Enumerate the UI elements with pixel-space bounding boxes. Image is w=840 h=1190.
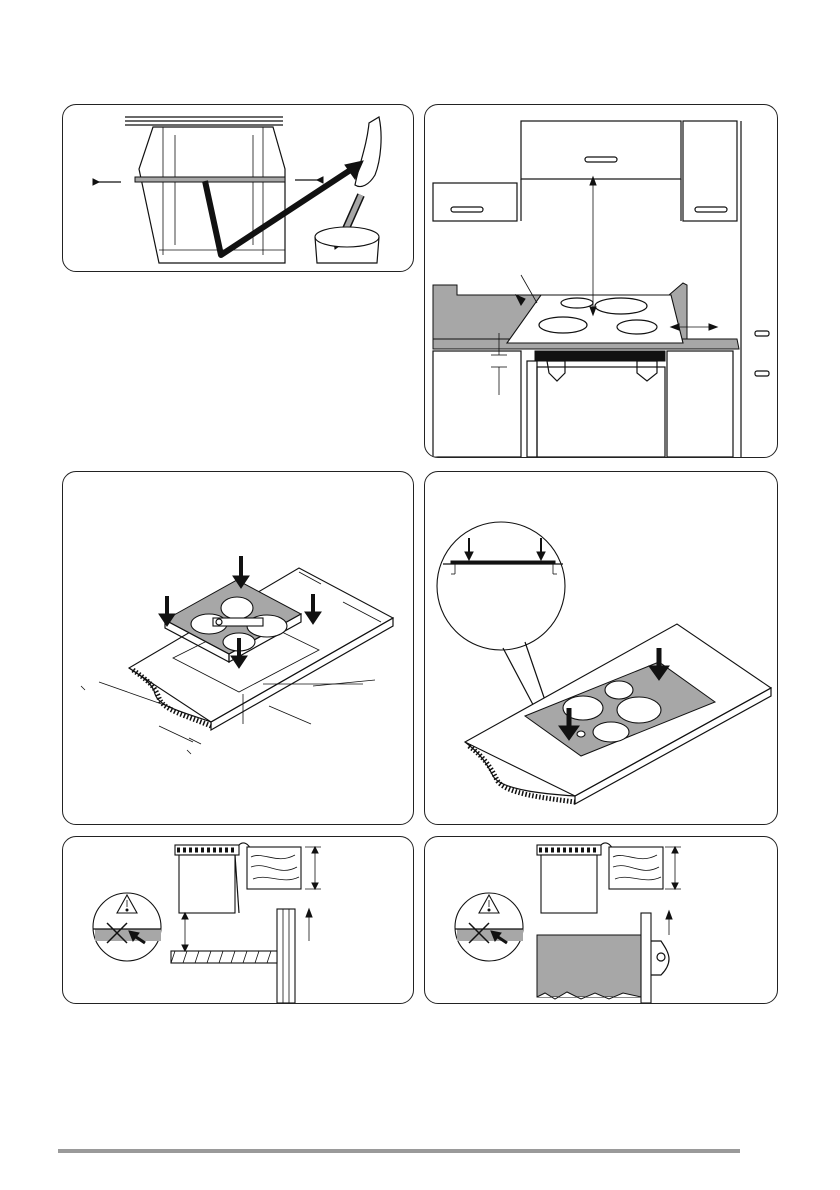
figure-kitchen-clearances (424, 104, 778, 458)
figure-built-in-drawer-clearance (62, 836, 414, 1004)
figure-built-in-oven-clearance (424, 836, 778, 1004)
figure-hob-insertion-seal (424, 471, 778, 825)
figure-cabinet-strut-removal (62, 104, 414, 272)
footer-rule (58, 1149, 740, 1153)
figure-cutout-dimensions (62, 471, 414, 825)
